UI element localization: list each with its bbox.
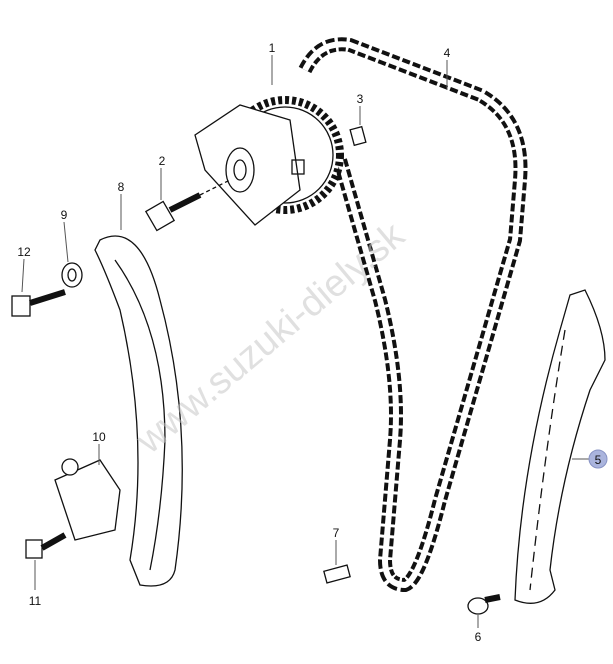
part-label-2[interactable]: 2 (159, 154, 166, 168)
part-label-6[interactable]: 6 (475, 630, 482, 644)
part-label-12[interactable]: 12 (17, 245, 31, 259)
bolt-6[interactable] (467, 594, 501, 615)
bolt-12[interactable] (11, 289, 66, 317)
timing-chain[interactable] (298, 37, 528, 593)
part-label-3[interactable]: 3 (357, 92, 364, 106)
camshaft-sprocket[interactable] (194, 96, 344, 226)
part-label-11[interactable]: 11 (29, 594, 42, 608)
pin-3[interactable] (349, 125, 367, 147)
bolt-11[interactable] (25, 532, 67, 559)
part-label-8[interactable]: 8 (118, 180, 125, 194)
part-label-5[interactable]: 5 (595, 453, 602, 467)
part-label-4[interactable]: 4 (444, 46, 451, 60)
part-label-9[interactable]: 9 (61, 208, 68, 222)
tensioner-adjuster[interactable] (54, 459, 121, 541)
bolt-2[interactable] (144, 192, 202, 232)
part-label-7[interactable]: 7 (333, 526, 340, 540)
highlight-marker[interactable] (588, 449, 608, 469)
pin-7[interactable] (323, 564, 351, 584)
part-label-1[interactable]: 1 (269, 41, 276, 55)
washer-9[interactable] (61, 262, 83, 288)
chain-guide[interactable] (514, 289, 606, 604)
part-label-10[interactable]: 10 (92, 430, 106, 444)
watermark: www.suzuki-diely.sk (128, 214, 413, 463)
